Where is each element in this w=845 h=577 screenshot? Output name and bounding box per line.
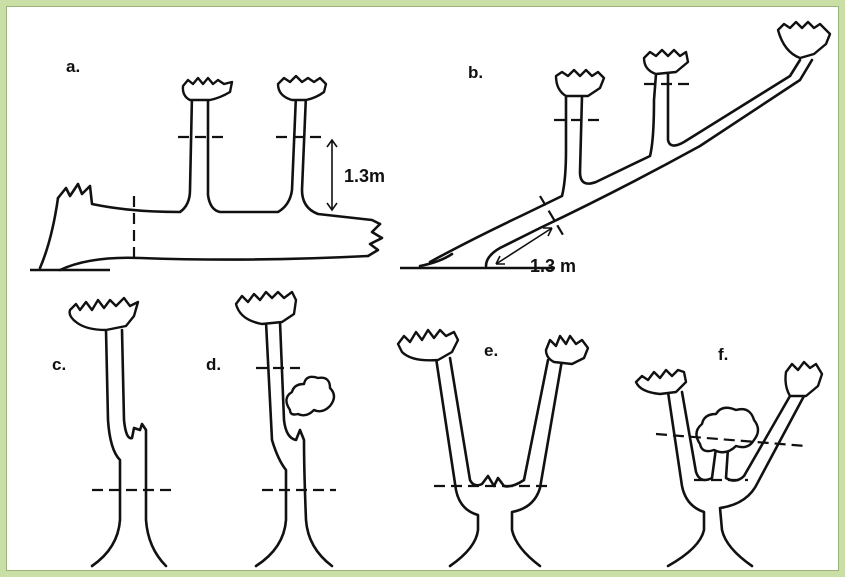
panel-b-trunk-top bbox=[430, 60, 800, 262]
panel-b-crown-3 bbox=[778, 22, 830, 58]
panel-d-label: d. bbox=[206, 355, 221, 374]
panel-d-crown-main bbox=[236, 292, 296, 324]
panel-a-measure: 1.3m bbox=[344, 166, 385, 186]
panel-f-crown-left bbox=[636, 370, 686, 394]
panel-a: 1.3m a. bbox=[30, 57, 385, 270]
panel-e-label: e. bbox=[484, 341, 498, 360]
panel-e-crown-right bbox=[546, 336, 588, 364]
panel-a-log-bottom bbox=[60, 256, 368, 270]
panel-b-crown-2 bbox=[644, 50, 688, 74]
panel-f-crown-middle bbox=[696, 408, 758, 453]
panel-f-crown-right bbox=[786, 362, 823, 396]
panel-b-label: b. bbox=[468, 63, 483, 82]
panel-a-dimension-line bbox=[327, 140, 337, 210]
panel-d: d. bbox=[206, 292, 336, 566]
panel-b-crown-1 bbox=[556, 70, 604, 96]
panel-a-label: a. bbox=[66, 57, 80, 76]
panel-f: f. bbox=[636, 345, 822, 566]
panel-e: e. bbox=[398, 330, 588, 566]
panel-c-label: c. bbox=[52, 355, 66, 374]
panel-d-crown-side bbox=[286, 377, 334, 415]
panel-b-trunk-bottom bbox=[486, 60, 812, 266]
panel-a-crown-1 bbox=[183, 78, 232, 100]
panel-a-log-left bbox=[40, 198, 58, 268]
panel-c: c. bbox=[52, 298, 172, 566]
panel-c-crown bbox=[70, 298, 138, 330]
panel-b: 1.3 m b. bbox=[400, 22, 830, 276]
panel-f-label: f. bbox=[718, 345, 728, 364]
panel-a-log-end bbox=[368, 224, 382, 256]
panel-c-trunk bbox=[92, 330, 166, 566]
panel-b-measure: 1.3 m bbox=[530, 256, 576, 276]
panel-a-crown-2 bbox=[278, 76, 326, 100]
panel-e-trunk bbox=[436, 358, 562, 566]
panel-e-crown-left bbox=[398, 330, 458, 360]
panel-d-trunk bbox=[256, 322, 332, 566]
